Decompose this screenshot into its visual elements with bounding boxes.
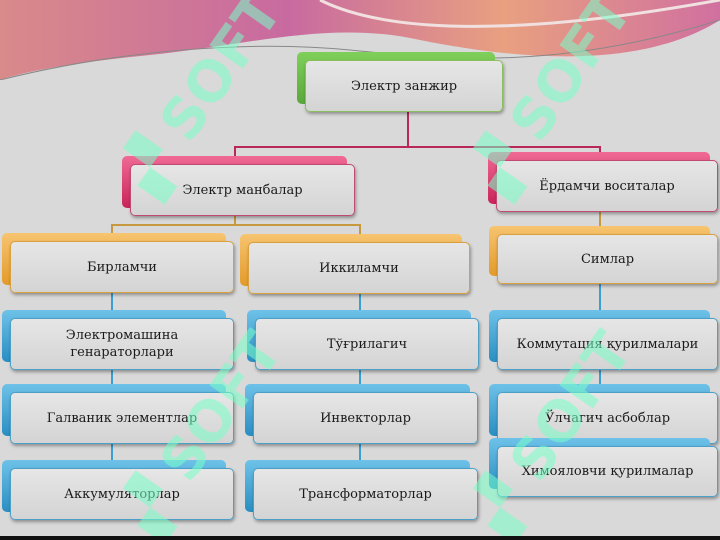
node-secondary-item: Тўғрилагич — [247, 310, 479, 370]
node-label: Бирламчи — [10, 241, 234, 293]
connector — [599, 146, 601, 156]
node-electric-sources: Электр манбалар — [122, 156, 355, 216]
connector — [234, 146, 236, 160]
node-label: Иккиламчи — [248, 242, 470, 294]
node-label: Коммутация қурилмалари — [497, 318, 718, 370]
node-label: Трансформаторлар — [253, 468, 478, 520]
node-auxiliary-means: Ёрдамчи воситалар — [488, 152, 718, 212]
node-wires: Симлар — [489, 226, 718, 284]
node-label: Электр занжир — [305, 60, 503, 112]
header-wave-decoration — [0, 0, 720, 80]
node-label: Ўлчагич асбоблар — [497, 392, 718, 444]
node-label: Электр манбалар — [130, 164, 355, 216]
connector — [111, 293, 113, 473]
node-auxiliary-item: Химояловчи қурилмалар — [489, 438, 718, 497]
connector — [111, 224, 113, 234]
node-primary-item: Электромашина генараторлари — [2, 310, 234, 370]
node-primary-item: Галваник элементлар — [2, 384, 234, 444]
node-label: Инвекторлар — [253, 392, 478, 444]
node-primary-item: Аккумуляторлар — [2, 460, 234, 520]
node-label: Аккумуляторлар — [10, 468, 234, 520]
node-secondary-item: Инвекторлар — [245, 384, 478, 444]
node-label: Ёрдамчи воситалар — [496, 160, 718, 212]
node-auxiliary-item: Коммутация қурилмалари — [489, 310, 718, 370]
node-primary: Бирламчи — [2, 233, 234, 293]
node-label: Электромашина генараторлари — [10, 318, 234, 370]
connector — [234, 216, 236, 226]
connector — [234, 146, 601, 148]
connector — [111, 224, 361, 226]
bottom-border — [0, 536, 720, 540]
node-label: Симлар — [497, 234, 718, 284]
node-secondary-item: Трансформаторлар — [245, 460, 478, 520]
node-root: Электр занжир — [297, 52, 503, 112]
connector — [407, 112, 409, 148]
node-label: Химояловчи қурилмалар — [497, 446, 718, 497]
node-label: Тўғрилагич — [255, 318, 479, 370]
connector — [599, 212, 601, 228]
node-secondary: Иккиламчи — [240, 234, 470, 294]
node-label: Галваник элементлар — [10, 392, 234, 444]
node-auxiliary-item: Ўлчагич асбоблар — [489, 384, 718, 444]
connector — [359, 224, 361, 234]
